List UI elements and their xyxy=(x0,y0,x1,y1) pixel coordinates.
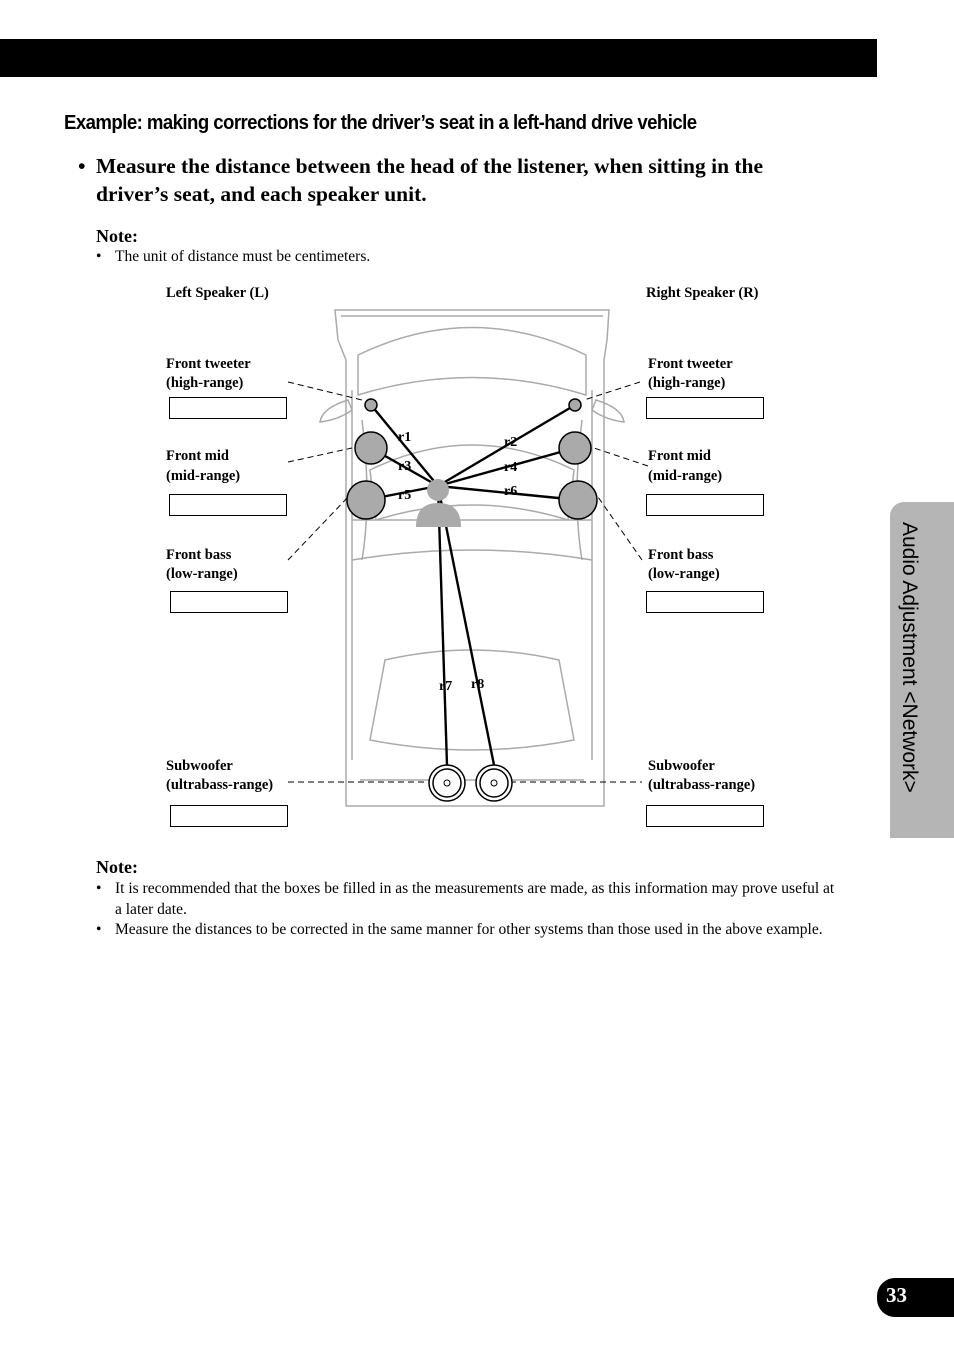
speakers xyxy=(346,398,598,802)
right-mid-icon xyxy=(558,431,592,465)
r4-label: r4 xyxy=(504,460,517,475)
note-item: • It is recommended that the boxes be fi… xyxy=(96,878,836,920)
r1-line xyxy=(370,404,439,487)
r5-label: r5 xyxy=(398,488,411,503)
r2-label: r2 xyxy=(504,435,517,450)
r7-line xyxy=(436,485,449,766)
left-bass-label: Front bass xyxy=(166,547,232,563)
note-label-2: Note: xyxy=(96,857,138,877)
note-item: • The unit of distance must be centimete… xyxy=(96,246,836,267)
left-tweeter-label: Front tweeter xyxy=(166,356,251,372)
right-mid-label: Front mid xyxy=(648,448,711,464)
leader-lines xyxy=(287,381,649,783)
r7-label: r7 xyxy=(439,679,452,694)
left-mid-icon xyxy=(354,431,388,465)
bullet-dot: • xyxy=(96,248,102,265)
bullet-dot: • xyxy=(96,921,102,938)
car-outline xyxy=(319,309,625,807)
left-speaker-header: Left Speaker (L) xyxy=(166,285,269,301)
r4-line xyxy=(437,446,576,488)
r2-line xyxy=(437,403,576,488)
right-tweeter-label: Front tweeter xyxy=(648,356,733,372)
left-tweeter-box[interactable] xyxy=(169,397,287,419)
r8-label: r8 xyxy=(471,677,484,692)
left-sub-box[interactable] xyxy=(170,805,288,827)
left-mid-range: (mid-range) xyxy=(166,468,241,484)
left-bass-icon xyxy=(346,480,386,520)
right-mid-box[interactable] xyxy=(646,494,764,516)
right-sub-label: Subwoofer xyxy=(648,758,715,774)
right-bass-range: (low-range) xyxy=(648,566,720,582)
left-tweeter-range: (high-range) xyxy=(166,375,244,391)
header-bar xyxy=(0,39,877,77)
right-speaker-header: Right Speaker (R) xyxy=(646,285,759,301)
side-tab xyxy=(890,502,954,838)
left-tweeter-icon xyxy=(364,398,378,412)
r3-label: r3 xyxy=(398,459,411,474)
note-item: • Measure the distances to be corrected … xyxy=(96,919,836,940)
right-tweeter-box[interactable] xyxy=(646,397,764,419)
r-labels: r1 r2 r3 r4 r5 r6 r7 r8 xyxy=(398,430,517,694)
r8-line xyxy=(436,485,496,766)
left-subwoofer-icon xyxy=(428,764,466,802)
note-item-text: It is recommended that the boxes be fill… xyxy=(115,880,835,918)
right-tweeter-icon xyxy=(568,398,582,412)
page-number: 33 xyxy=(886,1283,907,1307)
page-number-badge xyxy=(877,1278,954,1317)
bullet-dot: • xyxy=(96,880,102,897)
section-tab-label: Audio Adjustment <Network> xyxy=(898,522,921,793)
left-mid-box[interactable] xyxy=(169,494,287,516)
right-mid-range: (mid-range) xyxy=(648,468,723,484)
left-sub-range: (ultrabass-range) xyxy=(166,777,274,793)
right-bass-label: Front bass xyxy=(648,547,714,563)
note-label: Note: xyxy=(96,226,138,246)
right-subwoofer-icon xyxy=(475,764,513,802)
right-bass-icon xyxy=(558,480,598,520)
left-mid-label: Front mid xyxy=(166,448,229,464)
example-title: Example: making corrections for the driv… xyxy=(64,112,697,134)
right-sub-box[interactable] xyxy=(646,805,764,827)
left-bass-box[interactable] xyxy=(170,591,288,613)
left-sub-label: Subwoofer xyxy=(166,758,233,774)
r6-line xyxy=(437,484,579,502)
r1-label: r1 xyxy=(398,430,411,445)
left-bass-range: (low-range) xyxy=(166,566,238,582)
right-bass-box[interactable] xyxy=(646,591,764,613)
note-item-text: Measure the distances to be corrected in… xyxy=(115,921,823,938)
right-sub-range: (ultrabass-range) xyxy=(648,777,756,793)
instruction-bullet: • xyxy=(78,154,86,178)
r6-label: r6 xyxy=(504,484,517,499)
right-tweeter-range: (high-range) xyxy=(648,375,726,391)
instruction-text: Measure the distance between the head of… xyxy=(96,154,764,206)
listener-icon xyxy=(416,479,461,527)
note-item-text: The unit of distance must be centimeters… xyxy=(115,248,371,265)
